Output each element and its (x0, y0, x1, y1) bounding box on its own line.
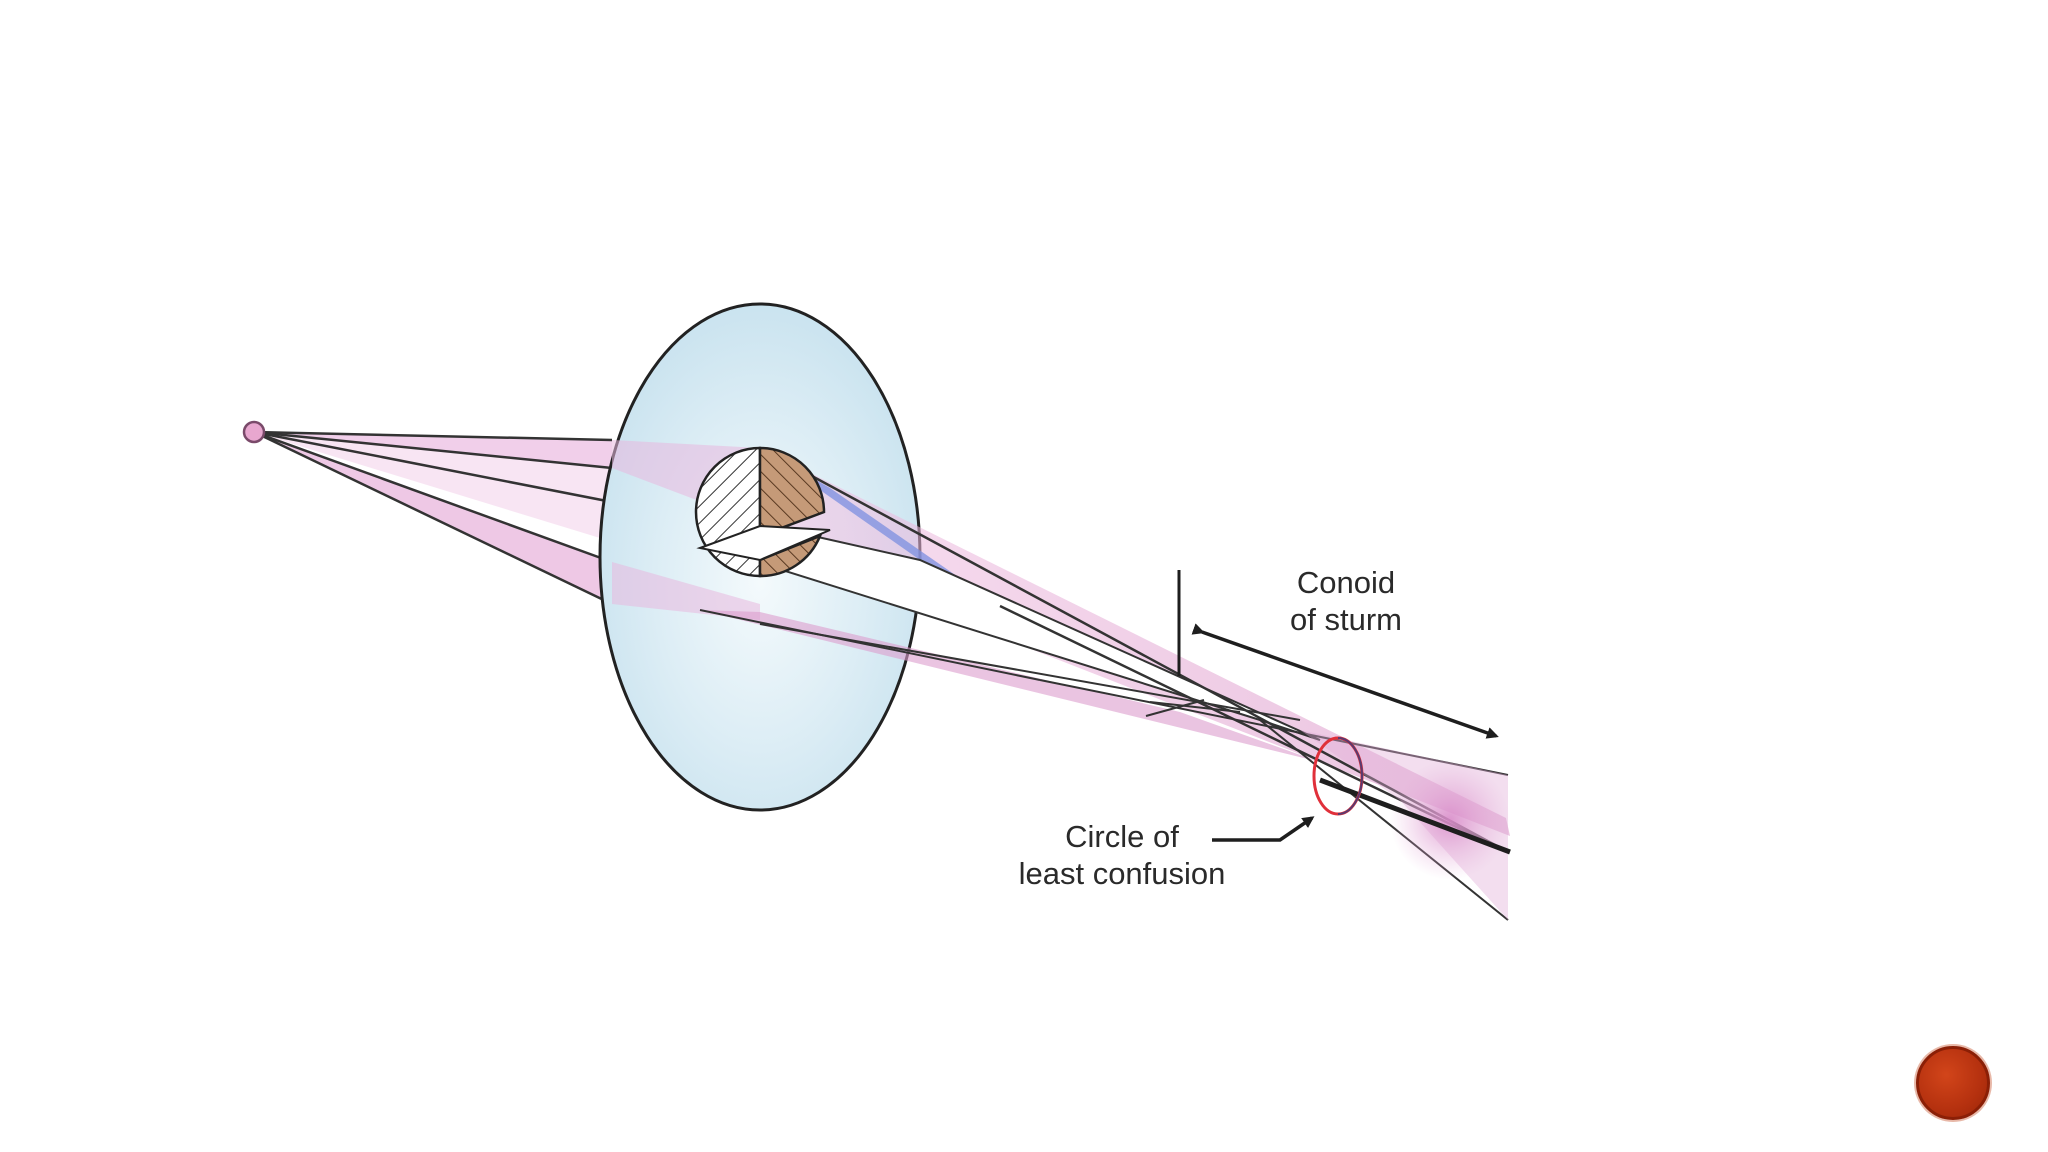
circle-pointer-arrow (1212, 816, 1315, 842)
refracted-beams (699, 446, 1511, 921)
circle-label-line1: Circle of (1065, 819, 1179, 854)
point-source (242, 420, 266, 444)
aperture-hatched-circle (694, 446, 831, 578)
circle-label-line2: least confusion (1019, 856, 1226, 891)
conoid-label-line2: of sturm (1290, 602, 1402, 637)
incoming-rays (253, 430, 705, 606)
conoid-arrow (1191, 623, 1499, 739)
slide-number-button[interactable] (1916, 1046, 1990, 1120)
conoid-label-line1: Conoid (1297, 565, 1395, 600)
